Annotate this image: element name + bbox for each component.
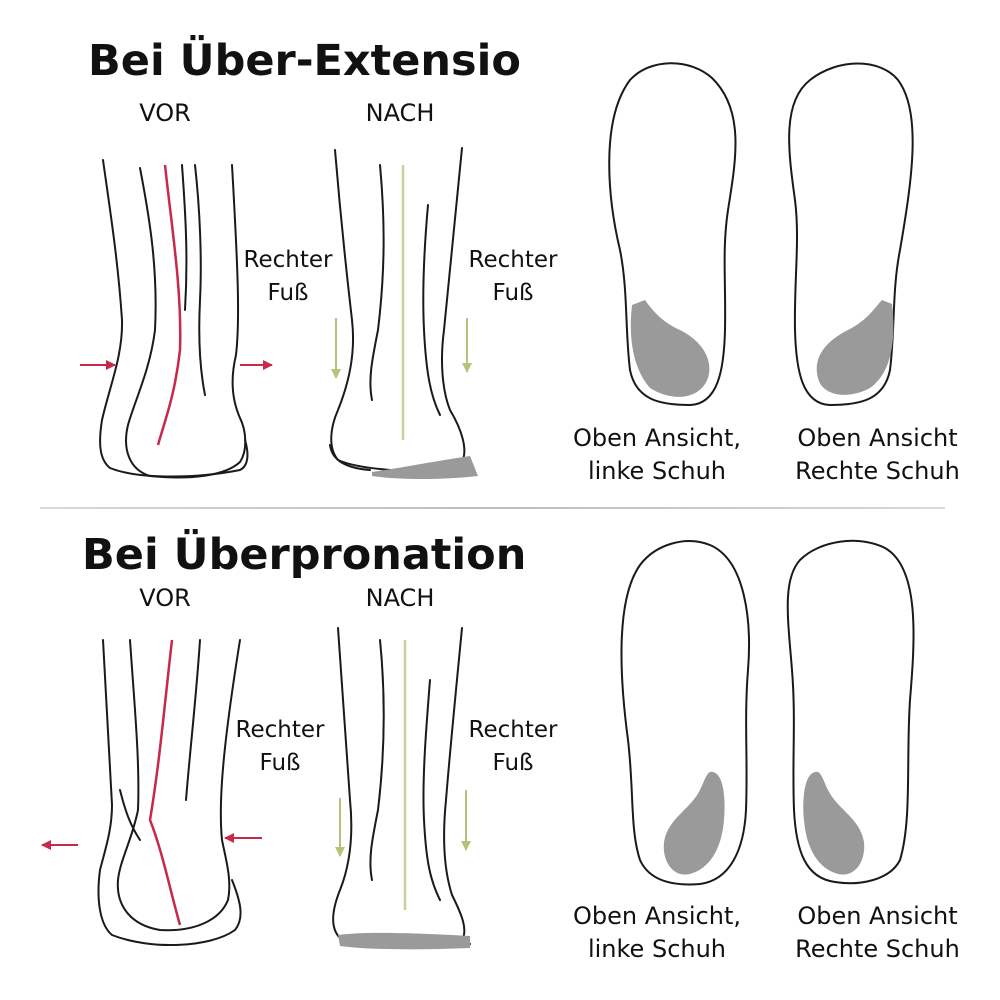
right-foot-label-line1: Rechter [235, 717, 325, 743]
leg-before-overpronation [97, 639, 242, 946]
caption-right-shoe-top-view: Oben Ansicht Rechte Schuh [775, 422, 980, 488]
right-foot-label-after: Rechter Fuß [453, 714, 573, 780]
caption-line2: Rechte Schuh [795, 935, 960, 963]
tendon-line-before-2 [148, 639, 182, 926]
tendon-line-before-1 [156, 164, 182, 446]
insole-left-shoe-top-1 [608, 62, 737, 406]
right-foot-label-line1: Rechter [468, 717, 558, 743]
before-label: VOR [139, 99, 191, 127]
heel-pad-left-1 [630, 300, 710, 397]
right-foot-label-line1: Rechter [243, 247, 333, 273]
before-label: VOR [139, 584, 191, 612]
caption-left-shoe-top-view: Oben Ansicht, linke Schuh [552, 900, 762, 966]
right-foot-label-line2: Fuß [492, 750, 534, 776]
right-foot-label-line2: Fuß [267, 280, 309, 306]
section-title-overpronation: Bei Überpronation [82, 530, 527, 580]
heel-wedge-1 [372, 456, 478, 479]
after-label: NACH [365, 99, 435, 127]
section-title-over-extension: Bei Über-Extensio [88, 36, 521, 86]
heel-wedge-2 [338, 932, 470, 950]
caption-left-shoe-top-view: Oben Ansicht, linke Schuh [552, 422, 762, 488]
leg-after-over-extension [329, 147, 471, 473]
caption-right-shoe-top-view: Oben Ansicht Rechte Schuh [775, 900, 980, 966]
insole-left-shoe-top-2 [620, 540, 751, 886]
after-label: NACH [365, 584, 435, 612]
section-divider [40, 507, 945, 509]
caption-line1: Oben Ansicht [797, 902, 958, 930]
caption-line2: linke Schuh [587, 457, 727, 485]
right-foot-label-line1: Rechter [468, 247, 558, 273]
heel-pad-left-2 [663, 771, 725, 875]
right-foot-label-line2: Fuß [259, 750, 301, 776]
right-foot-label-after: Rechter Fuß [453, 244, 573, 310]
heel-pad-right-1 [816, 300, 894, 395]
heel-pad-right-2 [803, 771, 865, 875]
caption-line1: Oben Ansicht [797, 424, 958, 452]
caption-line2: Rechte Schuh [795, 457, 960, 485]
right-foot-label-before: Rechter Fuß [228, 244, 348, 310]
right-foot-label-before: Rechter Fuß [220, 714, 340, 780]
leg-before-over-extension [99, 159, 249, 479]
caption-line2: linke Schuh [587, 935, 727, 963]
right-foot-label-line2: Fuß [492, 280, 534, 306]
caption-line1: Oben Ansicht, [573, 902, 741, 930]
leg-after-overpronation [332, 627, 471, 947]
insole-right-shoe-top-2 [786, 539, 915, 885]
insole-right-shoe-top-1 [788, 62, 914, 406]
caption-line1: Oben Ansicht, [573, 424, 741, 452]
